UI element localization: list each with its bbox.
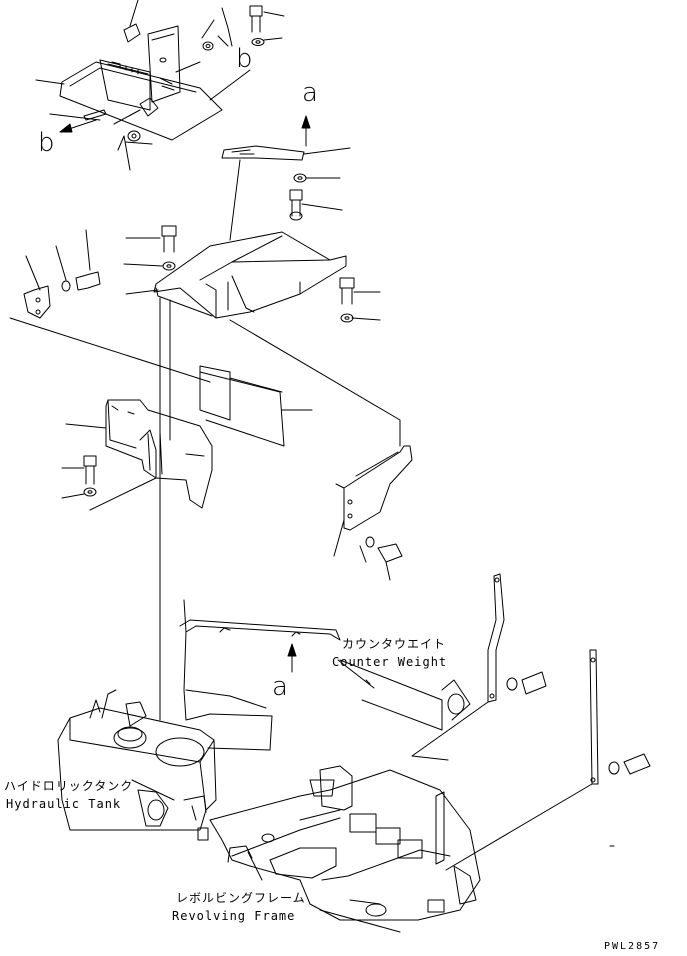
counterweight-link-1 [411,573,547,761]
top-fasteners [35,0,285,171]
counterweight-shroud [179,599,471,751]
drawing-code: PWL2857 [604,941,661,952]
top-bracket-plate [59,25,223,141]
revolving-frame-label-en: Revolving Frame [172,909,296,923]
reference-letter-a-top: a [302,78,318,108]
middle-cover-plate [153,231,347,319]
reference-letter-a-lower: a [272,672,288,702]
counter-weight-label-jp: カウンタウエイト [342,637,447,651]
revolving-frame-label-jp: レボルビングフレーム [176,891,306,905]
center-box-bracket [65,399,213,509]
leader-counter-weight [337,659,375,689]
b-arrow-head [59,123,73,133]
reference-letter-b-upper: b [236,44,253,74]
hydraulic-tank [57,689,217,831]
left-small-bracket [23,229,101,319]
leader-left-bracket [9,317,211,383]
a-arrow-head-top [301,115,311,129]
counterweight-link-2 [445,649,651,871]
hydraulic-tank-label-en: Hydraulic Tank [6,797,122,811]
reference-letter-b-left: b [38,128,55,158]
leader-revolving-frame [247,851,263,881]
revolving-frame [197,765,481,933]
upper-link-bar [221,145,351,241]
a-arrow-head-lower [287,643,297,657]
flat-pad [199,365,313,447]
leader-hydraulic-tank [131,779,175,801]
middle-bolts [123,225,381,323]
hydraulic-tank-label-jp: ハイドロリックタンク [4,779,134,793]
right-side-bracket [229,319,413,581]
b-leader [209,69,251,101]
counter-weight-label-en: Counter Weight [332,655,448,669]
center-lower-bolts [61,455,157,511]
